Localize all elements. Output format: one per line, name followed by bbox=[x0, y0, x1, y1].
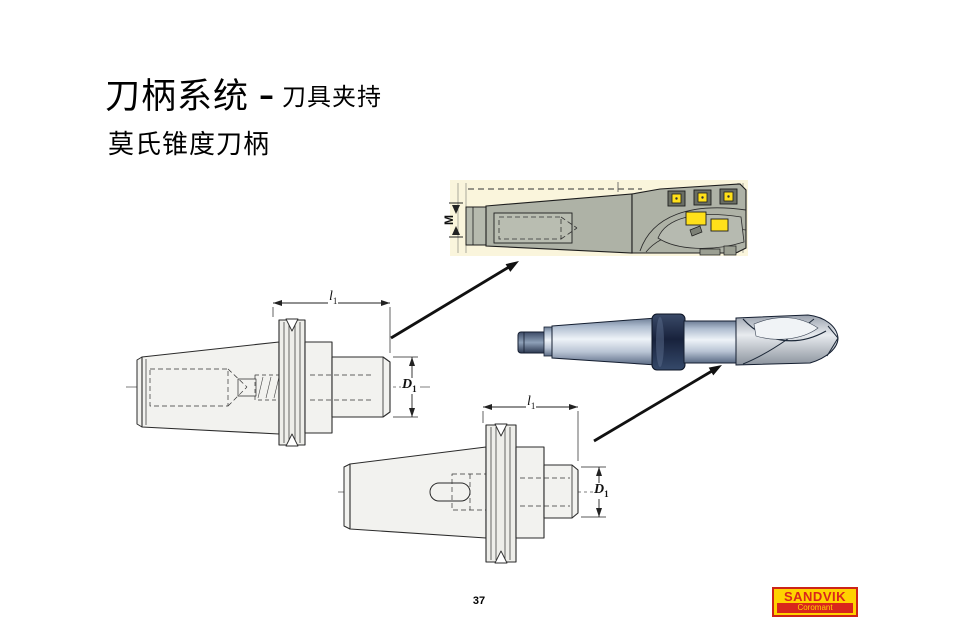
drill-tang bbox=[517, 331, 549, 354]
title-main: 刀柄系统 bbox=[105, 77, 250, 117]
sandvik-coromant-logo: SANDVIK Coromant bbox=[772, 587, 858, 617]
holder2-slot bbox=[429, 482, 471, 502]
holder1-taper-body bbox=[141, 341, 280, 435]
page-title: 刀柄系统–刀具夹持 bbox=[105, 68, 382, 119]
holder1-length-label-base: l bbox=[329, 289, 333, 304]
holder-drawing-2 bbox=[338, 404, 606, 564]
holder1-diameter-label-sub: 1 bbox=[412, 383, 417, 394]
holder2-diameter-label-base: D bbox=[594, 482, 605, 497]
title-dash: – bbox=[259, 78, 275, 113]
title-sub: 刀具夹持 bbox=[282, 83, 383, 111]
arrow-to-milling-cutter bbox=[390, 261, 519, 340]
holder1-flange bbox=[278, 319, 306, 446]
drill-taper-shank bbox=[551, 317, 657, 366]
holder2-pilot bbox=[543, 464, 579, 519]
holder2-diameter-label: D1 bbox=[593, 483, 610, 499]
holder2-length-label: l1 bbox=[526, 394, 537, 411]
holder2-flange bbox=[485, 424, 517, 563]
holder1-diameter-label-base: D bbox=[402, 377, 413, 392]
holder1-pilot bbox=[331, 356, 391, 418]
carbide-inserts bbox=[667, 188, 738, 232]
milling-cutter-thread-label: M bbox=[442, 215, 456, 225]
page-number: 37 bbox=[472, 595, 486, 607]
holder1-length-label: l1 bbox=[328, 289, 339, 306]
holder1-length-label-sub: 1 bbox=[332, 295, 338, 306]
holder2-length-label-base: l bbox=[527, 394, 531, 409]
thread-dim-arrow-top bbox=[452, 205, 460, 214]
holder-drawing-1 bbox=[126, 300, 430, 447]
logo-subbrand-text: Coromant bbox=[777, 603, 853, 613]
thread-dim-arrow-bottom bbox=[452, 226, 460, 235]
holder2-length-label-sub: 1 bbox=[530, 400, 536, 411]
milling-cutter-figure bbox=[449, 180, 748, 256]
logo-brand-text: SANDVIK bbox=[783, 589, 846, 604]
arrow-to-taper-drill bbox=[593, 365, 722, 443]
page-subtitle: 莫氏锥度刀柄 bbox=[108, 130, 271, 160]
holder2-diameter-label-sub: 1 bbox=[604, 488, 609, 499]
taper-drill-figure bbox=[517, 313, 839, 371]
holder1-diameter-label: D1 bbox=[401, 378, 418, 394]
